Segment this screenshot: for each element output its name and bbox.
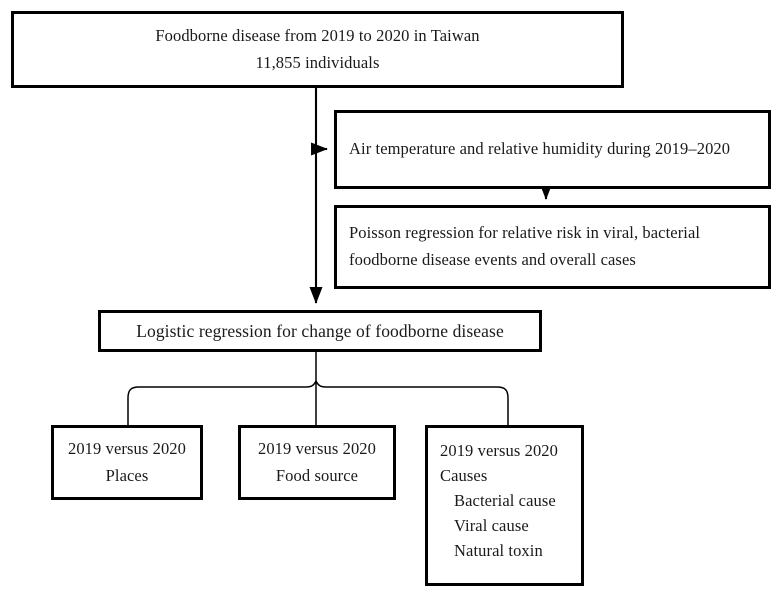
- node-food-source-line-1: 2019 versus 2020: [257, 438, 376, 458]
- node-comparison-food-source: 2019 versus 2020 Food source: [238, 425, 396, 500]
- node-logistic-label: Logistic regression for change of foodbo…: [136, 320, 504, 341]
- node-causes-sub-bacterial: Bacterial cause: [454, 491, 556, 511]
- node-cohort: Foodborne disease from 2019 to 2020 in T…: [11, 11, 624, 88]
- node-cohort-line-2: 11,855 individuals: [255, 52, 380, 72]
- node-causes-line-2: Causes: [440, 466, 488, 486]
- node-comparison-causes: 2019 versus 2020 Causes Bacterial cause …: [425, 425, 584, 586]
- node-causes-sub-natural-toxin: Natural toxin: [454, 541, 543, 561]
- node-cohort-line-1: Foodborne disease from 2019 to 2020 in T…: [155, 25, 480, 45]
- node-places-line-1: 2019 versus 2020: [67, 438, 186, 458]
- node-food-source-line-2: Food source: [275, 465, 359, 485]
- node-causes-sub-viral: Viral cause: [454, 516, 529, 536]
- node-poisson-label: Poisson regression for relative risk in …: [349, 223, 705, 269]
- node-comparison-places: 2019 versus 2020 Places: [51, 425, 203, 500]
- node-climate-exposure: Air temperature and relative humidity du…: [334, 110, 771, 189]
- connector-logistic-split: [127, 352, 509, 425]
- node-climate-label: Air temperature and relative humidity du…: [349, 139, 731, 159]
- node-logistic-regression: Logistic regression for change of foodbo…: [98, 310, 542, 352]
- node-causes-line-1: 2019 versus 2020: [440, 441, 559, 460]
- node-places-line-2: Places: [105, 465, 149, 485]
- node-poisson-regression: Poisson regression for relative risk in …: [334, 205, 771, 289]
